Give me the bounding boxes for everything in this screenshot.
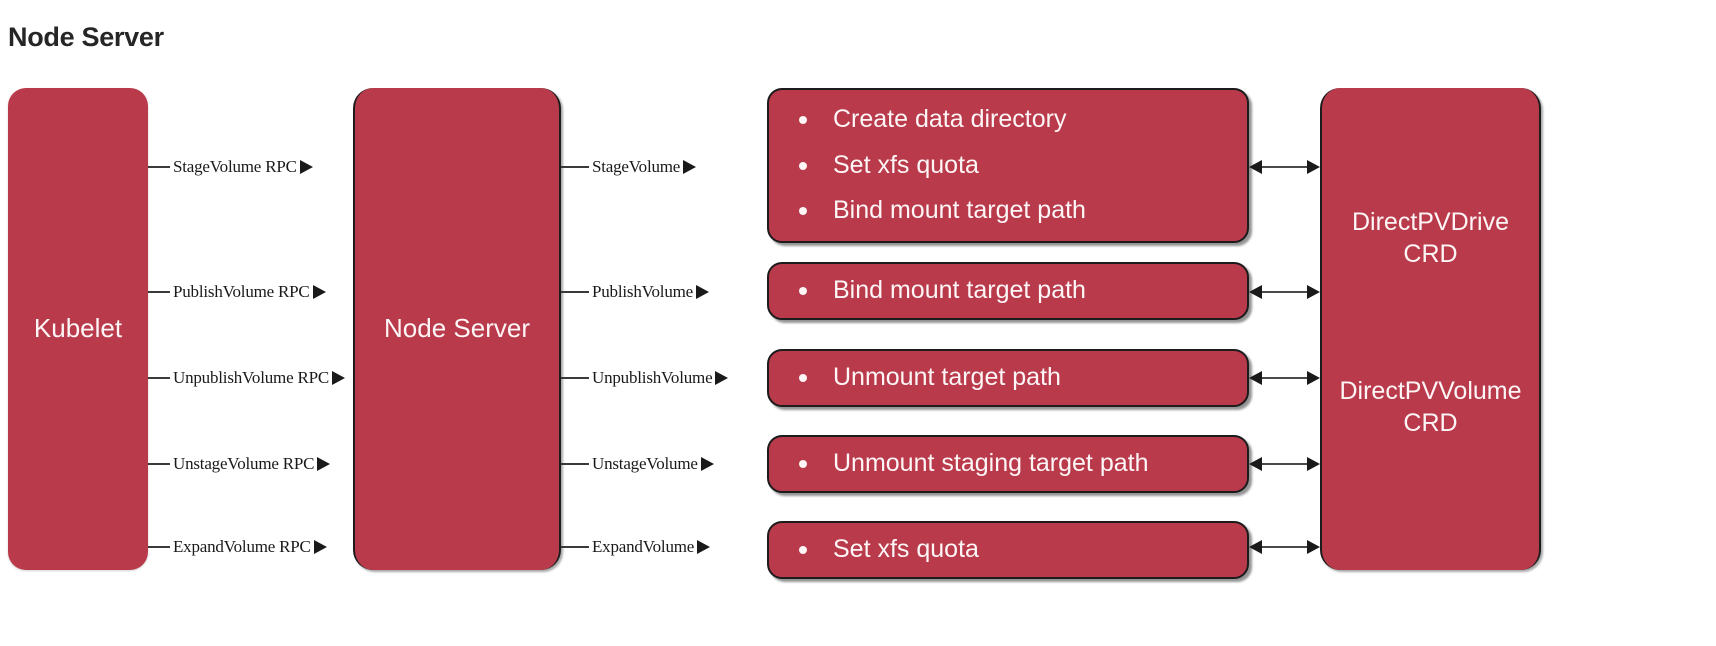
connector-line <box>561 166 589 168</box>
action-item-label: Bind mount target path <box>833 196 1086 225</box>
connector-label: ExpandVolume <box>592 537 695 556</box>
action-item: Set xfs quota <box>799 150 1247 180</box>
arrow-right-icon <box>700 457 714 471</box>
connector-line <box>1262 291 1307 293</box>
arrow-left-icon <box>1249 457 1262 471</box>
node-crd-column: DirectPVDrive CRD DirectPVVolume CRD <box>1320 88 1541 570</box>
action-box-stagevolume: Create data directory Set xfs quota Bind… <box>767 88 1249 243</box>
arrow-right-icon <box>697 540 711 554</box>
action-item: Create data directory <box>799 106 1247 134</box>
connector-line <box>561 291 589 293</box>
arrow-left-icon <box>1249 540 1262 554</box>
arrow-right-icon <box>1307 371 1320 385</box>
arrow-right-icon <box>696 285 709 299</box>
arrow-left-icon <box>1249 371 1262 385</box>
action-item-label: Set xfs quota <box>833 535 979 564</box>
action-item-label: Unmount target path <box>833 363 1061 392</box>
connector-kubelet-expandvolume: ExpandVolume RPC <box>148 535 353 559</box>
connector-unpublishvolume-crd <box>1249 366 1320 390</box>
connector-line <box>148 291 170 293</box>
connector-line <box>561 546 589 548</box>
connector-line <box>148 377 170 379</box>
action-box-unpublishvolume: Unmount target path <box>767 349 1249 407</box>
node-kubelet: Kubelet <box>8 88 148 570</box>
connector-line <box>148 166 170 168</box>
arrow-right-icon <box>313 540 327 554</box>
connector-line <box>148 546 170 548</box>
arrow-right-icon <box>1307 540 1320 554</box>
connector-unstagevolume-crd <box>1249 452 1320 476</box>
arrow-right-icon <box>715 371 729 385</box>
arrow-right-icon <box>332 371 345 385</box>
connector-label: PublishVolume <box>592 282 693 301</box>
connector-nodeserver-unpublishvolume: UnpublishVolume <box>561 366 767 390</box>
bullet-icon <box>799 460 807 468</box>
arrow-right-icon <box>683 160 697 174</box>
action-item: Bind mount target path <box>799 197 1247 225</box>
connector-label: ExpandVolume RPC <box>173 537 311 556</box>
crd-directpvvolume-label: DirectPVVolume CRD <box>1339 377 1522 437</box>
action-item-label: Set xfs quota <box>833 150 979 179</box>
arrow-left-icon <box>1249 160 1262 174</box>
connector-nodeserver-publishvolume: PublishVolume <box>561 280 767 304</box>
connector-stagevolume-crd <box>1249 155 1320 179</box>
arrow-right-icon <box>317 457 331 471</box>
connector-label: UnpublishVolume <box>592 368 713 387</box>
arrow-right-icon <box>1307 457 1320 471</box>
bullet-icon <box>799 116 807 124</box>
action-item-label: Create data directory <box>833 105 1067 134</box>
connector-nodeserver-unstagevolume: UnstageVolume <box>561 452 767 476</box>
crd-directpvdrive-label: DirectPVDrive CRD <box>1352 208 1509 268</box>
bullet-icon <box>799 546 807 554</box>
arrow-left-icon <box>1249 285 1262 299</box>
connector-kubelet-unpublishvolume: UnpublishVolume RPC <box>148 366 353 390</box>
bullet-icon <box>799 207 807 215</box>
connector-label: UnstageVolume RPC <box>173 454 315 473</box>
connector-line <box>148 463 170 465</box>
connector-kubelet-publishvolume: PublishVolume RPC <box>148 280 353 304</box>
connector-line <box>1262 166 1307 168</box>
connector-nodeserver-expandvolume: ExpandVolume <box>561 535 767 559</box>
connector-label: StageVolume RPC <box>173 157 297 176</box>
action-item: Unmount staging target path <box>799 450 1247 478</box>
action-item-label: Unmount staging target path <box>833 449 1149 478</box>
bullet-icon <box>799 287 807 295</box>
node-kubelet-label: Kubelet <box>33 313 123 344</box>
action-box-expandvolume: Set xfs quota <box>767 521 1249 579</box>
action-box-publishvolume: Bind mount target path <box>767 262 1249 320</box>
connector-line <box>1262 463 1307 465</box>
connector-label: StageVolume <box>592 157 681 176</box>
connector-label: PublishVolume RPC <box>173 282 310 301</box>
bullet-icon <box>799 374 807 382</box>
action-item: Bind mount target path <box>799 277 1247 305</box>
connector-line <box>1262 377 1307 379</box>
connector-expandvolume-crd <box>1249 535 1320 559</box>
connector-label: UnpublishVolume RPC <box>173 368 329 387</box>
arrow-right-icon <box>1307 285 1320 299</box>
connector-kubelet-unstagevolume: UnstageVolume RPC <box>148 452 353 476</box>
connector-line <box>561 377 589 379</box>
action-item-label: Bind mount target path <box>833 276 1086 305</box>
node-node-server: Node Server <box>353 88 561 570</box>
action-box-unstagevolume: Unmount staging target path <box>767 435 1249 493</box>
connector-kubelet-stagevolume: StageVolume RPC <box>148 155 353 179</box>
node-node-server-label: Node Server <box>384 313 530 344</box>
action-item: Unmount target path <box>799 364 1247 392</box>
action-item: Set xfs quota <box>799 536 1247 564</box>
connector-publishvolume-crd <box>1249 280 1320 304</box>
bullet-icon <box>799 161 807 170</box>
connector-nodeserver-stagevolume: StageVolume <box>561 155 767 179</box>
arrow-right-icon <box>312 285 326 299</box>
page-title: Node Server <box>8 22 164 52</box>
connector-line <box>561 463 589 465</box>
arrow-right-icon <box>299 160 313 174</box>
arrow-right-icon <box>1307 160 1320 174</box>
connector-label: UnstageVolume <box>592 454 698 473</box>
connector-line <box>1262 546 1307 548</box>
